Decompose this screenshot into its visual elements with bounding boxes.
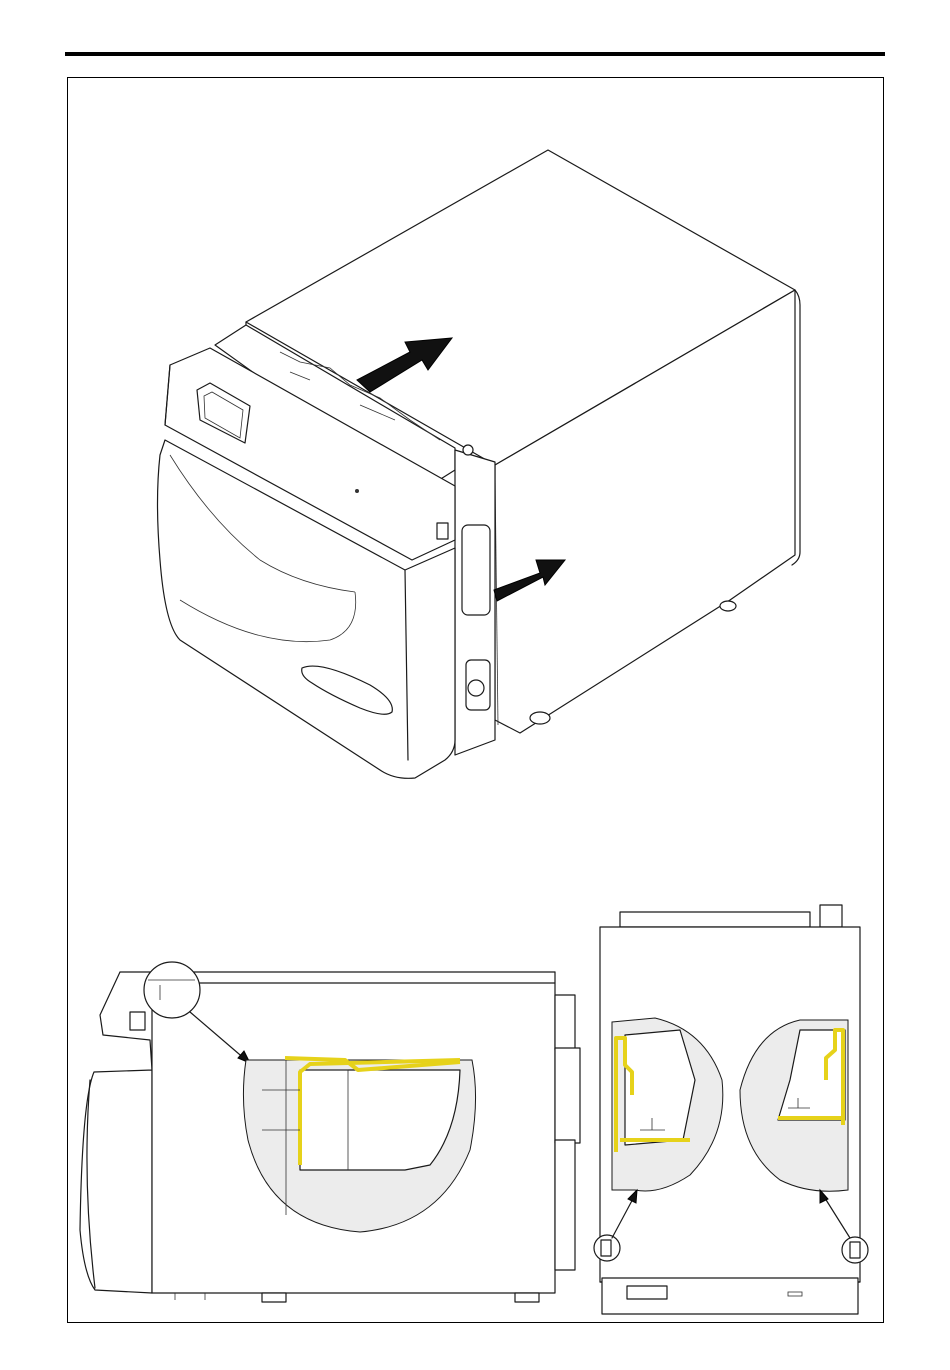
side-feet xyxy=(175,1293,539,1302)
isometric-autoclave-figure xyxy=(158,150,801,778)
front-view-figure xyxy=(594,905,868,1314)
power-switch-icon xyxy=(130,1012,145,1030)
power-switch-icon xyxy=(437,523,448,539)
side-view-figure xyxy=(80,962,580,1302)
display-screen xyxy=(627,1286,667,1299)
detail-circle-small xyxy=(144,962,200,1018)
foot-icon xyxy=(720,601,736,611)
foot-icon xyxy=(530,712,550,724)
